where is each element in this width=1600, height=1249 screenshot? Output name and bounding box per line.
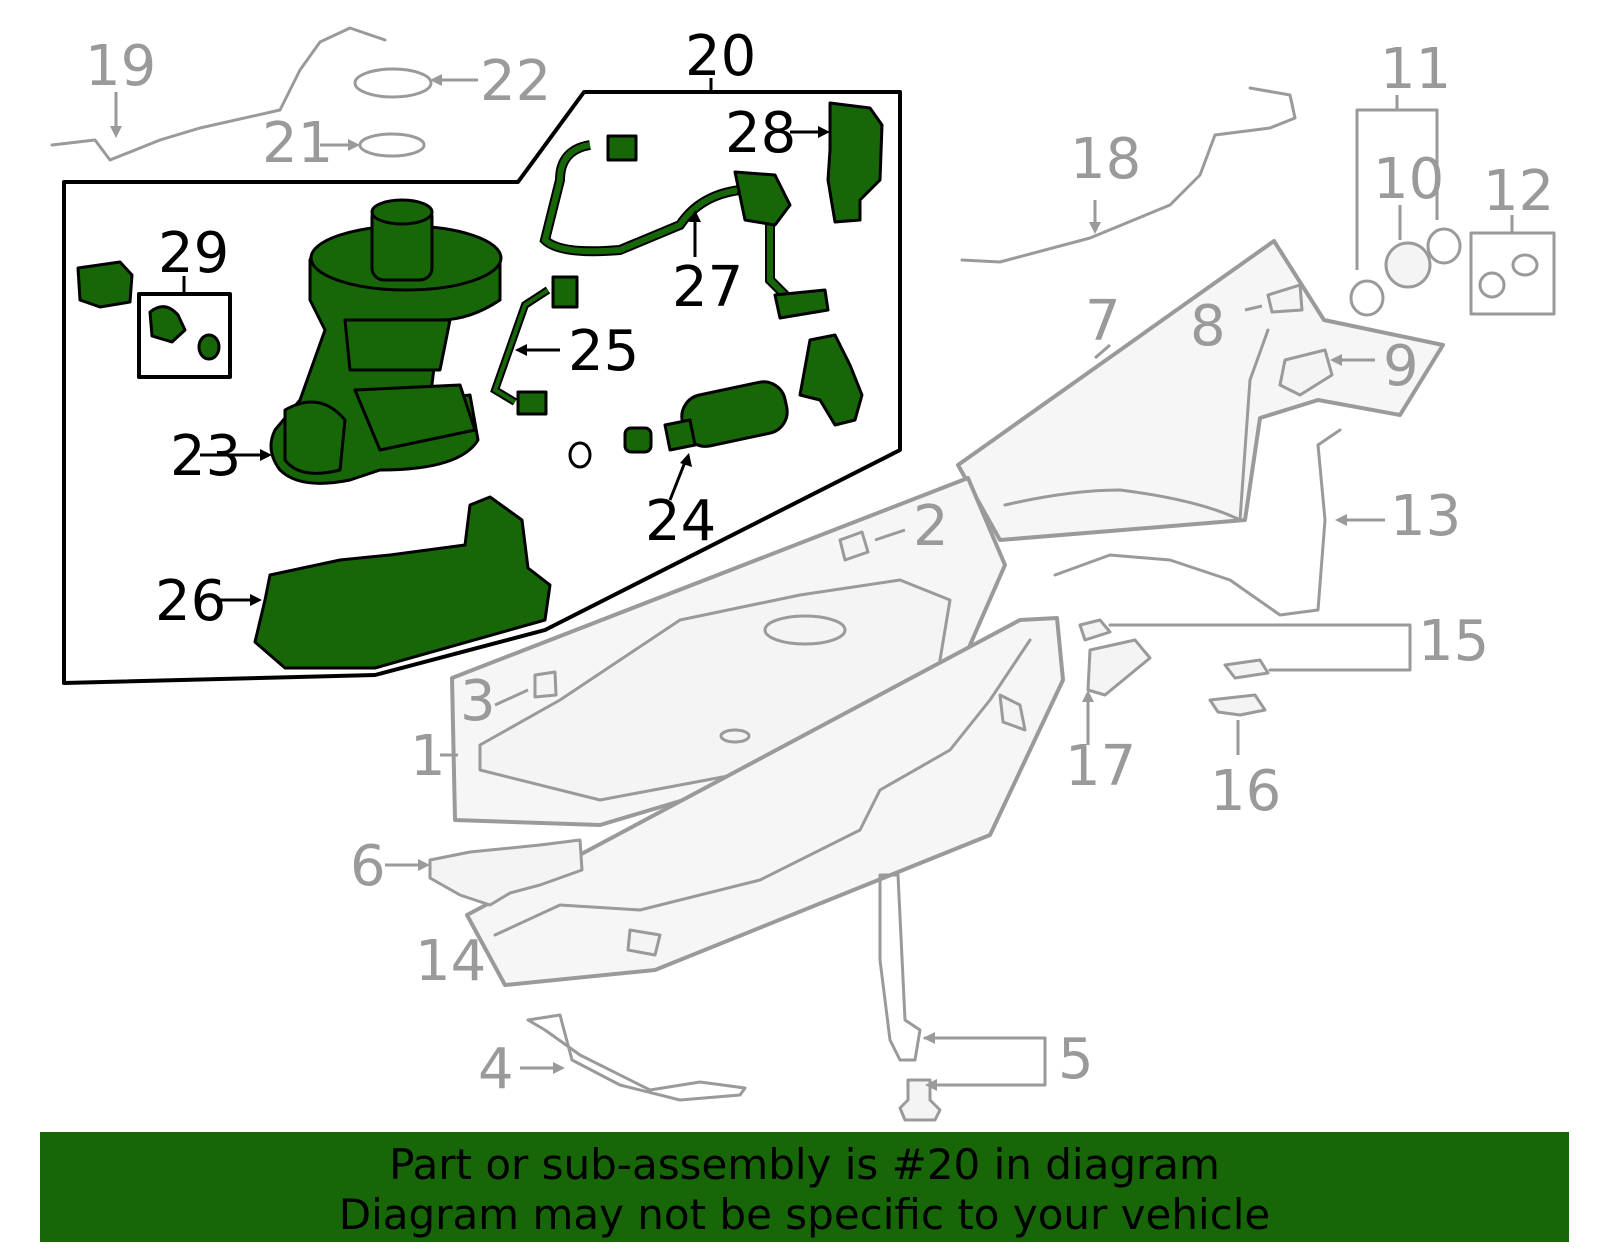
callout-labels: 19 22 21 20 28 29 27 25 23 24 26 18 11 1… bbox=[85, 24, 1554, 1102]
callout-8[interactable]: 8 bbox=[1190, 294, 1226, 359]
callout-7[interactable]: 7 bbox=[1085, 289, 1121, 354]
callout-5[interactable]: 5 bbox=[1058, 1027, 1094, 1092]
callout-16[interactable]: 16 bbox=[1210, 759, 1281, 824]
callout-3[interactable]: 3 bbox=[460, 669, 496, 734]
callout-21[interactable]: 21 bbox=[262, 111, 333, 176]
subassembly-20-group bbox=[62, 78, 902, 685]
part-26-reservoir[interactable] bbox=[220, 495, 552, 670]
background-parts bbox=[50, 26, 1556, 1122]
callout-23[interactable]: 23 bbox=[170, 424, 241, 489]
notice-banner: Part or sub-assembly is #20 in diagram D… bbox=[40, 1132, 1569, 1242]
part-regulator-bracket bbox=[798, 333, 864, 427]
callout-9[interactable]: 9 bbox=[1383, 334, 1419, 399]
notice-line-1: Part or sub-assembly is #20 in diagram bbox=[389, 1140, 1220, 1189]
part-connector-left bbox=[76, 260, 134, 309]
callout-6[interactable]: 6 bbox=[350, 834, 386, 899]
callout-20[interactable]: 20 bbox=[685, 24, 756, 89]
callout-17[interactable]: 17 bbox=[1065, 734, 1136, 799]
callout-24[interactable]: 24 bbox=[645, 489, 716, 554]
callout-1[interactable]: 1 bbox=[410, 724, 446, 789]
callout-27[interactable]: 27 bbox=[672, 255, 743, 320]
part-27-harness[interactable] bbox=[539, 134, 830, 320]
callout-10[interactable]: 10 bbox=[1373, 147, 1444, 212]
part-23-pump-module[interactable] bbox=[269, 198, 503, 485]
callout-28[interactable]: 28 bbox=[725, 101, 796, 166]
callout-18[interactable]: 18 bbox=[1070, 127, 1141, 192]
callout-22[interactable]: 22 bbox=[480, 49, 551, 114]
callout-29[interactable]: 29 bbox=[158, 221, 229, 286]
part-28-bracket[interactable] bbox=[790, 101, 884, 224]
callout-2[interactable]: 2 bbox=[913, 494, 949, 559]
callout-12[interactable]: 12 bbox=[1483, 159, 1554, 224]
part-24-fuel-pump[interactable] bbox=[568, 378, 791, 501]
part-19-line bbox=[50, 26, 387, 162]
callout-4[interactable]: 4 bbox=[478, 1037, 514, 1102]
part-29-inset[interactable] bbox=[137, 276, 232, 379]
callout-26[interactable]: 26 bbox=[155, 569, 226, 634]
callout-25[interactable]: 25 bbox=[568, 319, 639, 384]
callout-14[interactable]: 14 bbox=[415, 929, 486, 994]
callout-15[interactable]: 15 bbox=[1418, 609, 1489, 674]
callout-11[interactable]: 11 bbox=[1380, 37, 1451, 102]
callout-19[interactable]: 19 bbox=[85, 34, 156, 99]
part-25-wire[interactable] bbox=[490, 275, 579, 416]
notice-line-2: Diagram may not be specific to your vehi… bbox=[338, 1190, 1271, 1239]
callout-13[interactable]: 13 bbox=[1390, 484, 1461, 549]
